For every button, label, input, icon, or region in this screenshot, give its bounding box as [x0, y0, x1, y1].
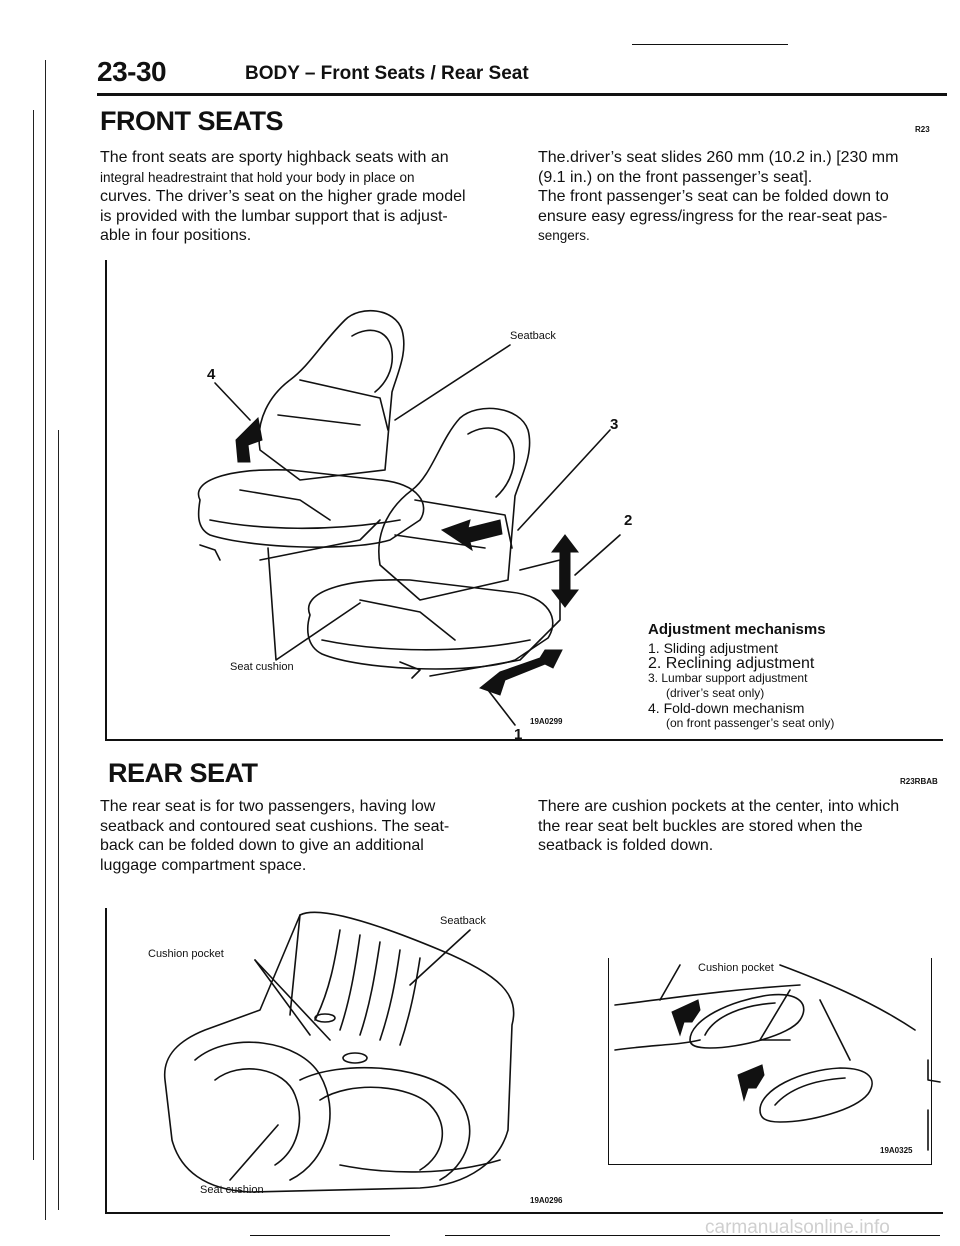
- header-rule: [97, 93, 947, 96]
- text-line: seatback and contoured seat cushions. Th…: [100, 817, 450, 835]
- rear-seat-code: R23RBAB: [900, 777, 938, 786]
- list-item: 3. Lumbar support adjustment: [648, 671, 808, 685]
- front-seats-left-paragraph: The front seats are sporty highback seat…: [100, 148, 510, 246]
- text-line: curves. The driver’s seat on the higher …: [100, 188, 466, 205]
- inset-label-cushion-pocket: Cushion pocket: [698, 962, 774, 974]
- top-rule: [632, 44, 788, 45]
- page-number: 23-30: [97, 56, 167, 87]
- front-seats-code: R23: [915, 125, 930, 134]
- text-line: the rear seat belt buckles are stored wh…: [538, 817, 863, 835]
- binding-line-2: [45, 60, 46, 1220]
- text-line: There are cushion pockets at the center,…: [538, 798, 900, 815]
- text-line: The front seats are sporty highback seat…: [100, 149, 449, 166]
- rear-figure-code: 19A0296: [530, 1196, 563, 1205]
- text-line: The.driver’s seat slides 260 mm (10.2 in…: [538, 149, 899, 166]
- list-item: (on front passenger’s seat only): [666, 716, 835, 730]
- text-line: able in four positions.: [100, 227, 252, 244]
- front-label-seat-cushion: Seat cushion: [230, 661, 294, 673]
- text-line: The front passenger’s seat can be folded…: [538, 188, 889, 205]
- rear-seat-left-paragraph: The rear seat is for two passengers, hav…: [100, 797, 510, 875]
- text-line: (9.1 in.) on the front passenger’s seat]…: [538, 168, 813, 186]
- running-title: BODY – Front Seats / Rear Seat: [245, 63, 529, 84]
- adjustment-list: 1. Sliding adjustment 2. Reclining adjus…: [648, 641, 938, 731]
- rear-label-cushion-pocket: Cushion pocket: [148, 948, 224, 960]
- callout-2: 2: [624, 512, 633, 529]
- front-figure-frame-bottom: [105, 739, 943, 741]
- front-seats-right-paragraph: The.driver’s seat slides 260 mm (10.2 in…: [538, 148, 943, 246]
- text-line: is provided with the lumbar support that…: [100, 207, 448, 225]
- front-figure-frame-left: [105, 260, 107, 740]
- text-line: sengers.: [538, 228, 590, 243]
- text-line: integral headrestraint that hold your bo…: [100, 169, 415, 185]
- watermark: carmanualsonline.info: [705, 1217, 890, 1238]
- binding-line-3: [58, 430, 59, 1210]
- front-seats-heading: FRONT SEATS: [100, 106, 284, 136]
- rear-seat-heading: REAR SEAT: [108, 758, 258, 788]
- front-figure-code: 19A0299: [530, 717, 563, 726]
- footer-rule-left: [250, 1235, 390, 1236]
- rear-figure-frame-left: [105, 908, 107, 1213]
- text-line: back can be folded down to give an addit…: [100, 837, 424, 854]
- list-item: 1. Sliding adjustment: [648, 640, 778, 656]
- text-line: The rear seat is for two passengers, hav…: [100, 798, 436, 815]
- cushion-pocket-inset: [608, 958, 932, 1165]
- text-line: luggage compartment space.: [100, 856, 307, 874]
- rear-seat-right-paragraph: There are cushion pockets at the center,…: [538, 797, 943, 856]
- rear-label-seatback: Seatback: [440, 915, 486, 927]
- callout-3: 3: [610, 416, 619, 433]
- text-line: seatback is folded down.: [538, 837, 714, 854]
- list-item: 2. Reclining adjustment: [648, 655, 815, 672]
- adjustment-caption-title: Adjustment mechanisms: [648, 621, 826, 638]
- binding-line-1: [33, 110, 34, 1160]
- rear-label-seat-cushion: Seat cushion: [200, 1184, 264, 1196]
- rear-figure-frame-bottom: [105, 1212, 943, 1214]
- text-line: ensure easy egress/ingress for the rear-…: [538, 207, 888, 225]
- footer-rule-right: [445, 1235, 940, 1236]
- front-label-seatback: Seatback: [510, 330, 556, 342]
- callout-1: 1: [514, 726, 523, 743]
- inset-figure-code: 19A0325: [880, 1146, 913, 1155]
- callout-4: 4: [207, 366, 216, 383]
- list-item: (driver’s seat only): [666, 686, 765, 700]
- list-item: 4. Fold-down mechanism: [648, 700, 805, 716]
